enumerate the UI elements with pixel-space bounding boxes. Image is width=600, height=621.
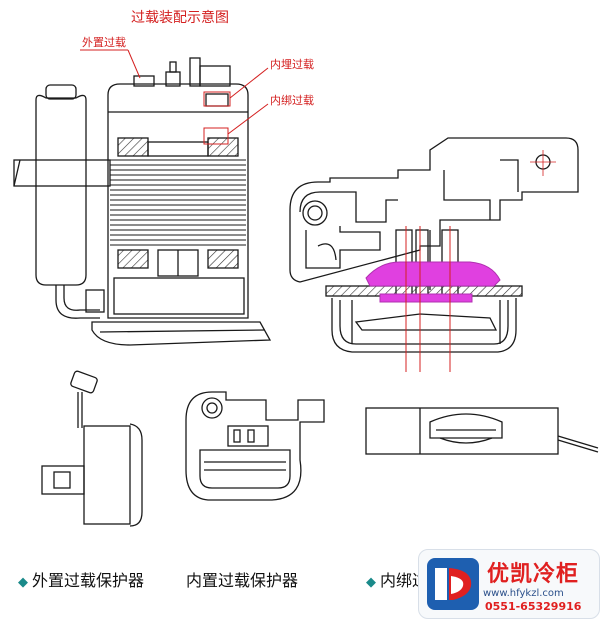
compressor-callouts [80,49,269,145]
diamond-bullet-icon: ◆ [366,575,376,590]
brand-logo-icon [427,558,479,610]
protector-red-guides [405,226,451,372]
caption-internal-protector: 内置过载保护器 [186,571,299,590]
watermark-logo: 优凯冷柜 www.hfykzl.com 0551-65329916 [418,549,600,619]
callout-external: 外置过载 [82,36,126,49]
internal-protector-drawing [185,391,325,501]
brand-phone: 0551-65329916 [485,600,582,613]
protector-highlight [365,261,501,303]
callout-internal-buried: 内埋过载 [270,57,314,71]
brand-name: 优凯冷柜 [487,562,580,587]
caption-external-protector: ◆外置过载保护器 [18,571,145,590]
diamond-bullet-icon: ◆ [18,575,28,590]
bound-protector-drawing [365,407,599,455]
callout-internal-bound: 内绑过载 [270,93,314,107]
external-protector-drawing [41,370,143,527]
compressor-drawing [13,57,272,346]
diagram-title: 过载装配示意图 [131,9,229,26]
brand-url: www.hfykzl.com [483,588,564,599]
protector-cross-section [289,137,579,353]
